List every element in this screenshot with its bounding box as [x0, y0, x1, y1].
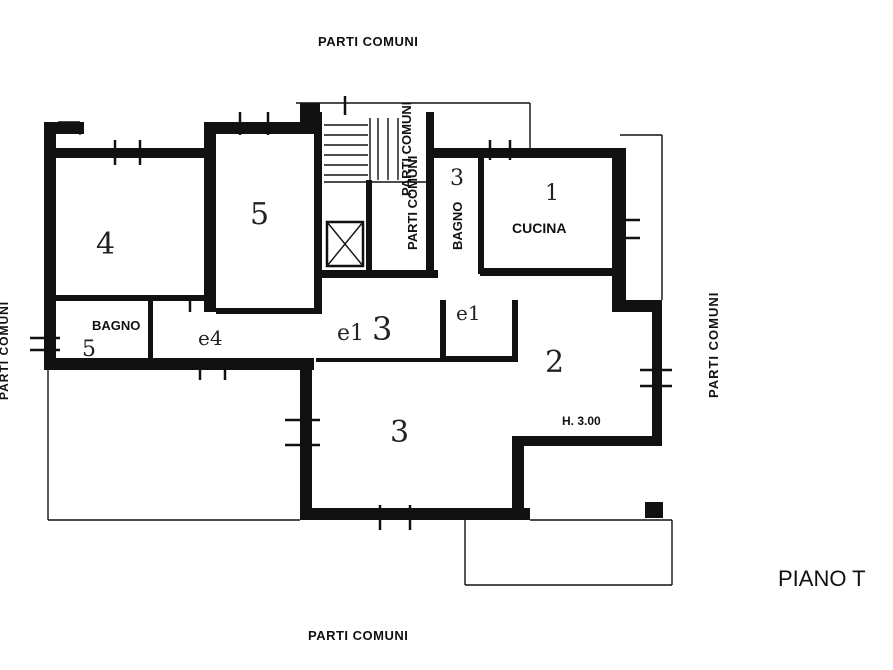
corridor-number-3: 3 — [372, 310, 392, 348]
staircase — [324, 118, 426, 268]
bagno-number-5: 5 — [82, 337, 96, 362]
parti-comuni-right: PARTI COMUNI — [706, 292, 721, 398]
floor-title: PIANO T — [778, 566, 866, 591]
parti-comuni-bottom: PARTI COMUNI — [308, 628, 408, 643]
room-number-2: 2 — [545, 345, 564, 380]
room-number-5: 5 — [250, 197, 269, 232]
corridor-label-e1: e1 — [337, 321, 364, 346]
window-marks — [30, 96, 672, 530]
cucina-label: CUCINA — [512, 220, 566, 236]
parti-comuni-stair: PARTI COMUNI — [405, 156, 420, 250]
corridor-label-e2: e1 — [456, 301, 481, 325]
room-number-1: 1 — [545, 181, 559, 206]
walls — [44, 103, 663, 520]
parti-comuni-left: PARTI COMUNI — [0, 301, 11, 400]
height-label: H. 3.00 — [562, 414, 601, 428]
room-number-4: 4 — [96, 227, 115, 262]
parti-comuni-top: PARTI COMUNI — [318, 34, 418, 49]
bagno-lower-label: BAGNO — [92, 318, 140, 333]
bagno-number-3: 3 — [450, 166, 464, 191]
corridor-label-e4: e4 — [198, 326, 223, 350]
bagno-upper-label: BAGNO — [450, 202, 465, 250]
room-number-big3: 3 — [390, 415, 409, 450]
parti-comuni-stair2: PARTI COMUNI — [399, 102, 414, 196]
